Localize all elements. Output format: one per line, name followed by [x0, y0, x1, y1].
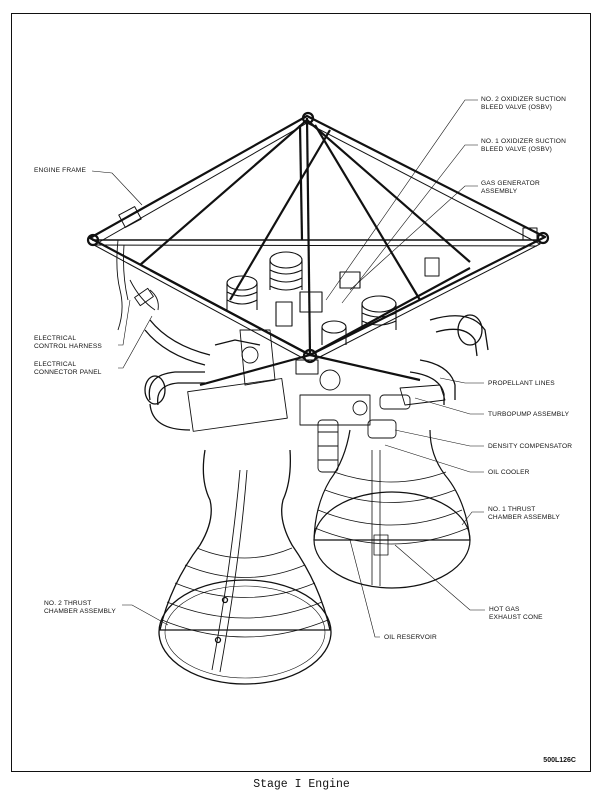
label-propellant-lines: PROPELLANT LINES — [488, 380, 555, 387]
label-turbopump: TURBOPUMP ASSEMBLY — [488, 411, 570, 418]
electrical-harness — [116, 239, 159, 331]
thrust-chamber-2 — [158, 449, 332, 685]
label-osbv-1: NO. 1 OXIDIZER SUCTION BLEED VALVE (OSBV… — [481, 138, 566, 153]
figure-caption: Stage I Engine — [253, 778, 350, 791]
label-hot-gas-exhaust: HOT GAS EXHAUST CONE — [489, 606, 543, 621]
thrust-chamber-1 — [313, 429, 471, 589]
label-osbv-2: NO. 2 OXIDIZER SUCTION BLEED VALVE (OSBV… — [481, 96, 566, 111]
label-density-compensator: DENSITY COMPENSATOR — [488, 443, 573, 450]
drawing-number: 500L126C — [543, 757, 576, 764]
drawing-border — [11, 13, 591, 772]
label-thrust-chamber-1: NO. 1 THRUST CHAMBER ASSEMBLY — [488, 506, 560, 521]
central-machinery — [187, 329, 446, 473]
label-electrical-harness: ELECTRICAL CONTROL HARNESS — [34, 335, 102, 350]
label-gas-generator: GAS GENERATOR ASSEMBLY — [481, 180, 540, 195]
label-engine-frame: ENGINE FRAME — [34, 167, 86, 174]
label-electrical-panel: ELECTRICAL CONNECTOR PANEL — [34, 361, 102, 376]
label-oil-reservoir: OIL RESERVOIR — [384, 634, 437, 641]
propellant-ducts — [144, 314, 489, 431]
engine-frame-truss — [86, 111, 550, 387]
label-oil-cooler: OIL COOLER — [488, 469, 530, 476]
label-thrust-chamber-2: NO. 2 THRUST CHAMBER ASSEMBLY — [44, 600, 116, 615]
